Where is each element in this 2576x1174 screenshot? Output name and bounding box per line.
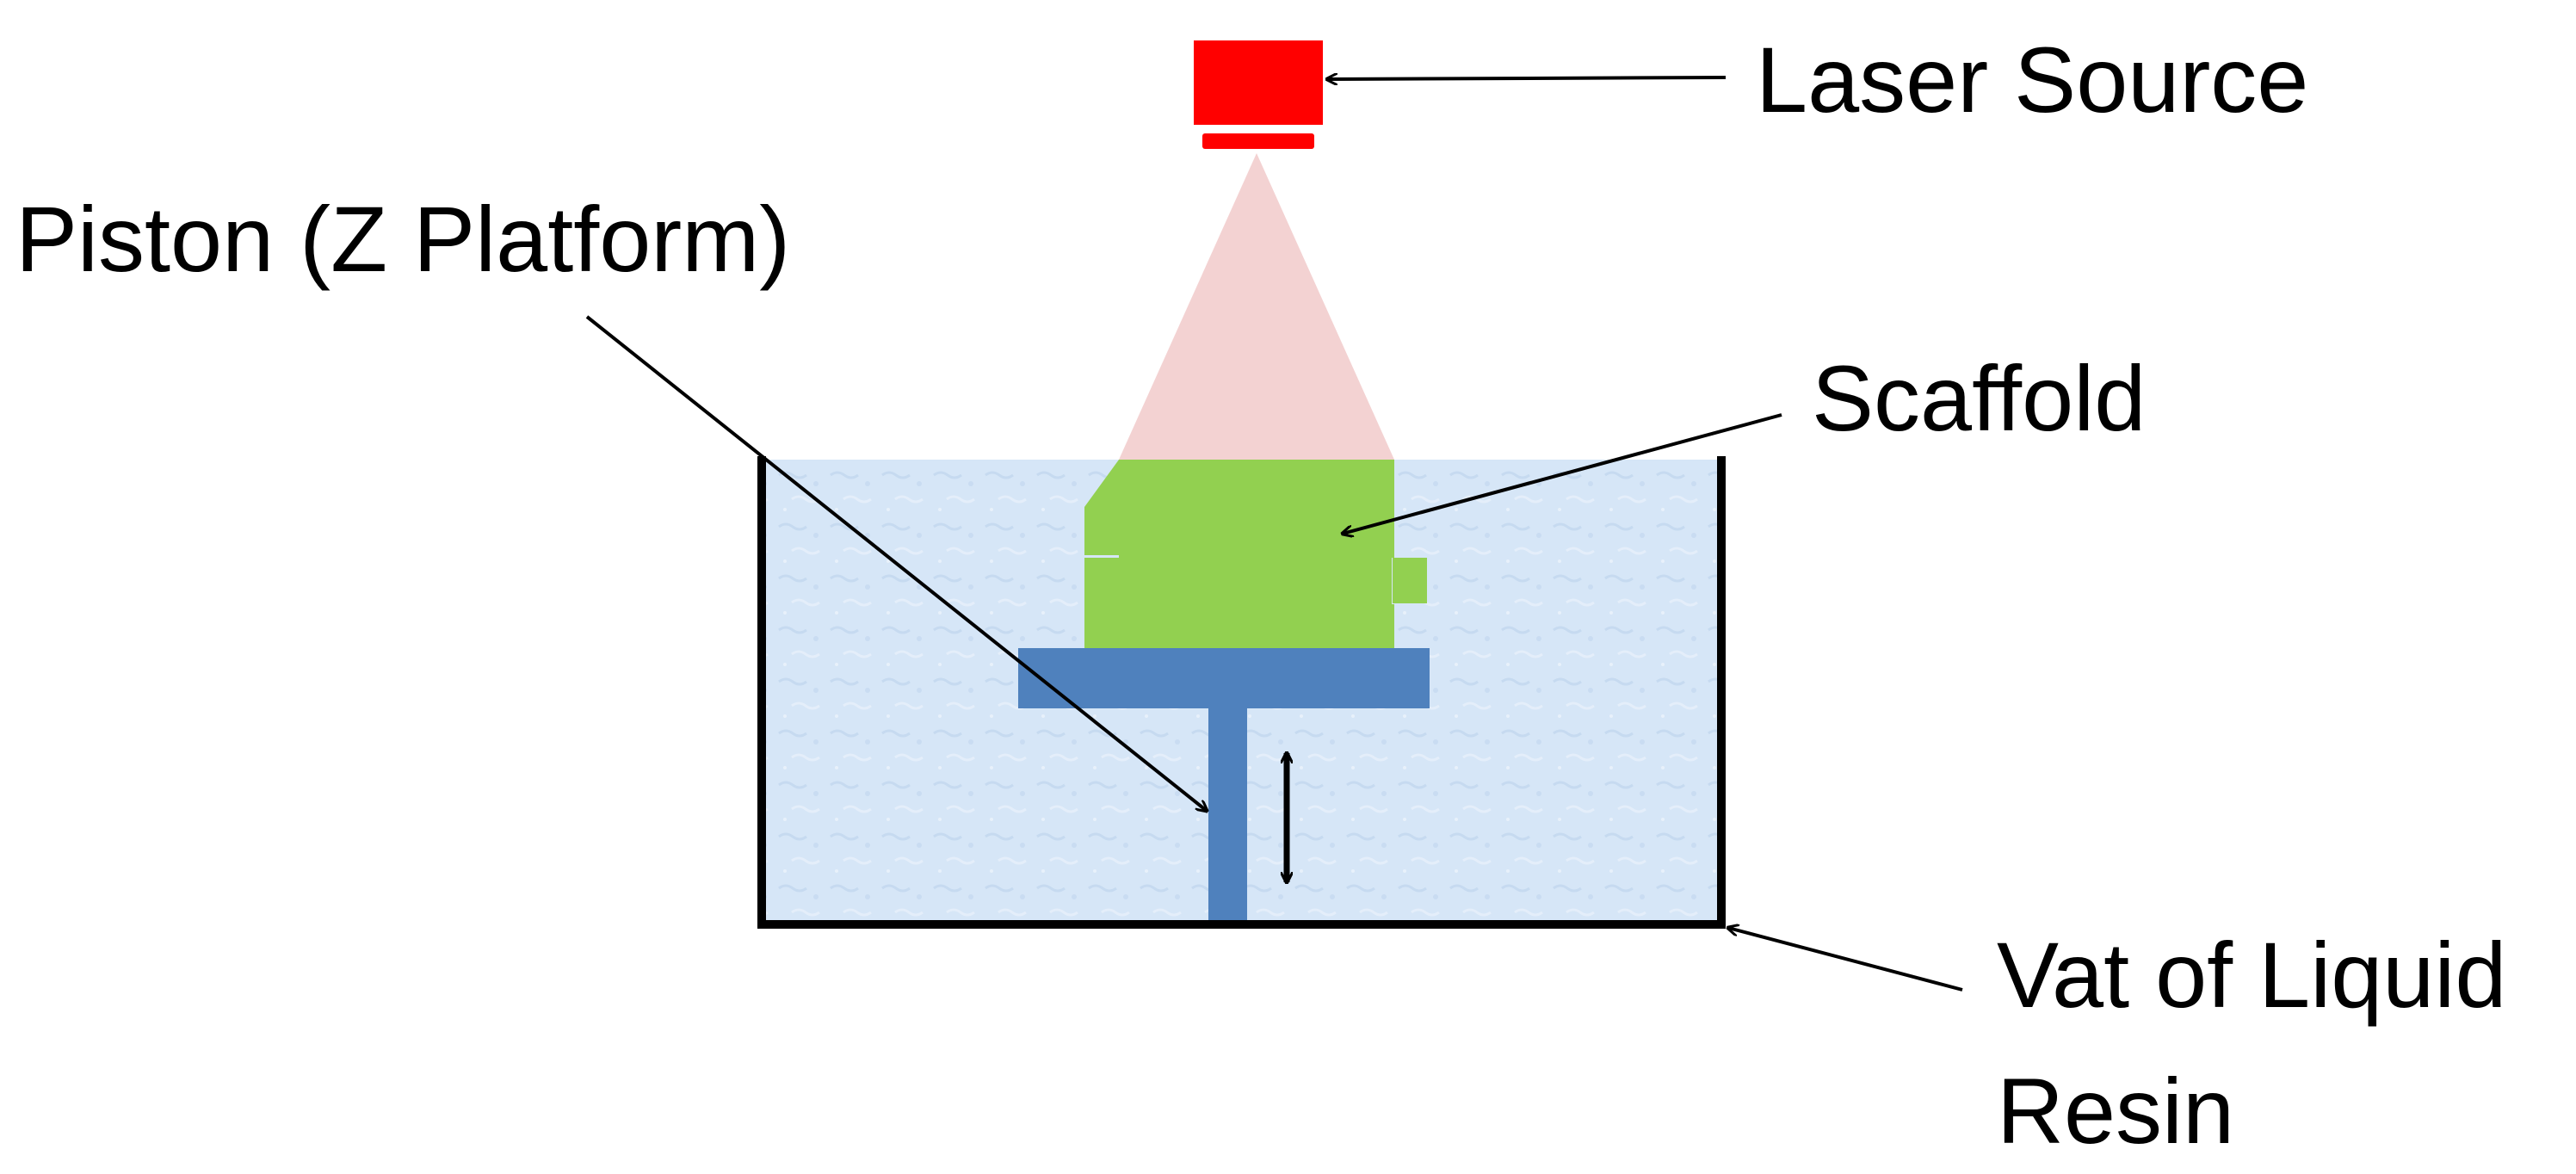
leader-vat [1728, 928, 1963, 992]
label-vat-line2: Resin [1997, 1059, 2234, 1163]
laser-source-body [1194, 40, 1323, 125]
label-piston: Piston (Z Platform) [15, 187, 790, 291]
label-laser-source: Laser Source [1756, 28, 2308, 132]
piston-rod [1208, 707, 1247, 920]
scaffold-ledge-upper [1084, 507, 1121, 555]
scaffold-ledge-lower [1084, 603, 1121, 651]
label-vat-line1: Vat of Liquid [1997, 923, 2506, 1027]
scaffold-ledge-right [1393, 558, 1427, 603]
leader-piston [585, 315, 1207, 811]
leader-scaffold [1343, 413, 1782, 534]
vat-walls [757, 456, 1726, 929]
scaffold [1084, 460, 1394, 651]
laser-source-lens [1202, 133, 1314, 149]
leader-laser-source [1327, 77, 1727, 79]
piston-platform [1018, 648, 1430, 708]
label-scaffold: Scaffold [1812, 346, 2146, 450]
laser-beam [1119, 153, 1394, 460]
